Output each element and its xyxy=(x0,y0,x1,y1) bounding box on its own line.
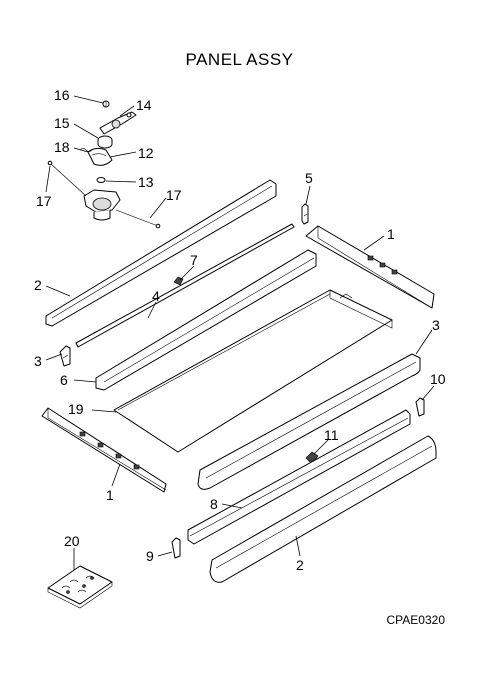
part-1-bracket-upper xyxy=(305,225,435,309)
callout-2-upper: 2 xyxy=(34,277,42,293)
callout-13: 13 xyxy=(138,174,154,190)
part-13-washer xyxy=(96,177,106,183)
diagram-title: PANEL ASSY xyxy=(185,50,294,69)
callout-5: 5 xyxy=(305,170,313,186)
part-19-panel-sheet xyxy=(113,289,393,453)
callout-1-lower: 1 xyxy=(106,487,114,503)
diagram-code: CPAE0320 xyxy=(386,613,445,627)
part-3-channel-lower xyxy=(197,353,421,490)
part-18-spring xyxy=(79,148,93,152)
callout-2-lower: 2 xyxy=(296,557,304,573)
part-5-clip xyxy=(301,203,309,225)
callout-4: 4 xyxy=(152,288,160,304)
part-12-cam xyxy=(87,147,113,166)
callout-14: 14 xyxy=(136,97,152,113)
part-8-bar xyxy=(187,409,411,545)
callout-6: 3 xyxy=(34,353,42,369)
part-14-lever xyxy=(99,111,137,135)
part-6-clip xyxy=(59,345,71,367)
callout-20: 20 xyxy=(64,533,80,549)
part-4-bar xyxy=(75,223,295,348)
part-17-rod-right xyxy=(115,209,161,229)
part-20-hardware-bag xyxy=(47,565,113,609)
callout-17-left: 17 xyxy=(36,193,52,209)
callout-15: 15 xyxy=(54,115,70,131)
part-3-channel-upper xyxy=(95,249,317,391)
base-housing xyxy=(83,189,121,221)
leader-lines xyxy=(45,95,435,570)
mechanism-assembly xyxy=(47,100,161,229)
part-15-bushing xyxy=(97,135,113,149)
part-11-clip xyxy=(305,451,319,465)
part-17-rod-left xyxy=(47,160,87,197)
part-1-bracket-lower xyxy=(41,407,167,493)
callout-12: 12 xyxy=(138,145,154,161)
callout-16: 16 xyxy=(54,87,70,103)
part-9-clip xyxy=(171,537,181,559)
callout-10: 10 xyxy=(430,371,446,387)
callout-19: 19 xyxy=(68,401,84,417)
part-2-rail-lower xyxy=(209,435,437,583)
callout-3-left: 6 xyxy=(60,372,68,388)
callout-3-right: 3 xyxy=(432,317,440,333)
callout-8: 8 xyxy=(210,496,218,512)
part-16-screw xyxy=(102,100,110,108)
callout-1-upper: 1 xyxy=(387,226,395,242)
callout-labels: 16 14 15 18 12 13 17 17 5 1 7 2 4 3 6 3 … xyxy=(34,87,446,573)
callout-17-right: 17 xyxy=(166,187,182,203)
callout-9: 9 xyxy=(146,548,154,564)
part-10-clip xyxy=(415,397,425,417)
part-2-rail-upper xyxy=(45,179,277,327)
callout-11: 11 xyxy=(324,427,339,443)
callout-18: 18 xyxy=(54,139,70,155)
callout-7: 7 xyxy=(190,252,198,268)
